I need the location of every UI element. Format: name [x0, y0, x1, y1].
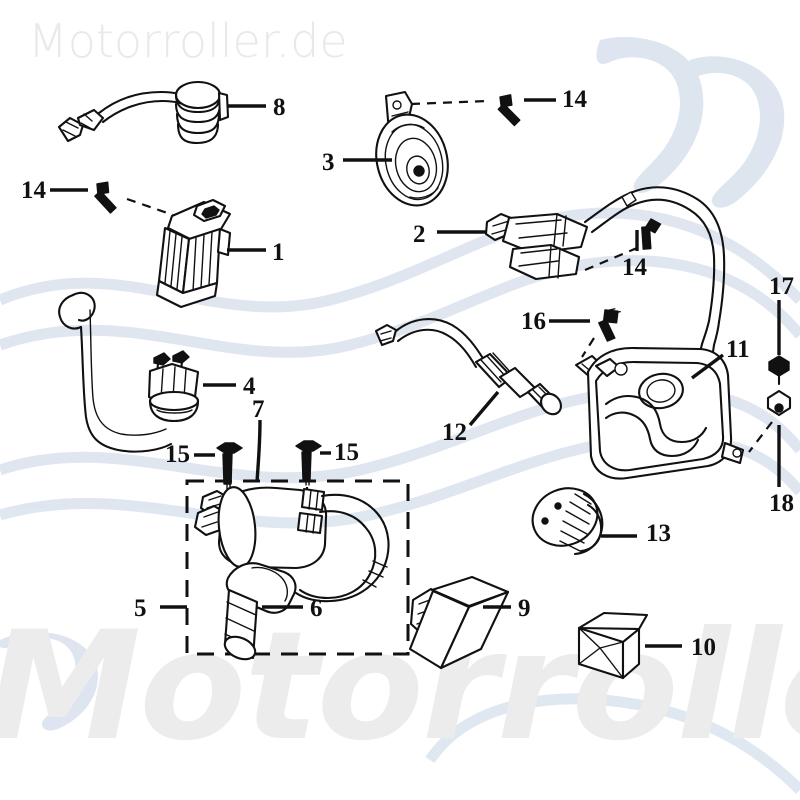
callout-2: 2 [413, 221, 426, 248]
part-17-18-fasteners [748, 300, 792, 487]
callout-14-right: 14 [622, 254, 647, 281]
callout-9: 9 [518, 595, 531, 622]
callout-1: 1 [272, 239, 285, 266]
watermark-top: Motorroller.de [28, 14, 348, 68]
callout-14-left: 14 [21, 177, 46, 204]
part-4-starter-relay [147, 350, 236, 423]
callout-6: 6 [310, 595, 323, 622]
part-5-assembly-box [160, 479, 410, 656]
callout-16: 16 [521, 308, 546, 335]
callout-5: 5 [134, 595, 147, 622]
part-14-bolt-top [410, 94, 556, 127]
callout-18: 18 [769, 490, 794, 517]
part-13-cap [531, 487, 637, 556]
callout-11: 11 [726, 336, 750, 363]
callout-13: 13 [646, 520, 671, 547]
part-15-bolts [194, 440, 331, 506]
part-7-leader [255, 419, 262, 483]
callout-3: 3 [322, 149, 335, 176]
watermark-bottom: Motorrolle [0, 600, 800, 774]
part-9-cdi-unit [408, 575, 511, 670]
part-12-fuse-holder [374, 318, 562, 427]
ground-cable [58, 291, 173, 453]
part-16-screw [549, 308, 621, 358]
part-10-relay-box [577, 611, 682, 680]
callout-17: 17 [769, 273, 794, 300]
part-14-bolt-left [50, 181, 177, 218]
callout-7: 7 [252, 396, 265, 423]
part-11-battery [574, 346, 745, 480]
callout-8: 8 [273, 94, 286, 121]
callout-12: 12 [442, 419, 467, 446]
part-2-battery-cable [437, 186, 726, 364]
callout-14-top: 14 [562, 86, 587, 113]
callout-15-left: 15 [165, 441, 190, 468]
part-14-bolt-right [584, 218, 662, 272]
ignition-coil [193, 486, 390, 603]
part-8-pickup-coil [57, 80, 266, 145]
callout-4: 4 [243, 373, 256, 400]
callout-10: 10 [691, 634, 716, 661]
part-1-regulator [155, 198, 266, 309]
part-3-horn [343, 90, 449, 207]
callout-15-right: 15 [334, 439, 359, 466]
part-6-spark-plug-cap [223, 562, 303, 661]
